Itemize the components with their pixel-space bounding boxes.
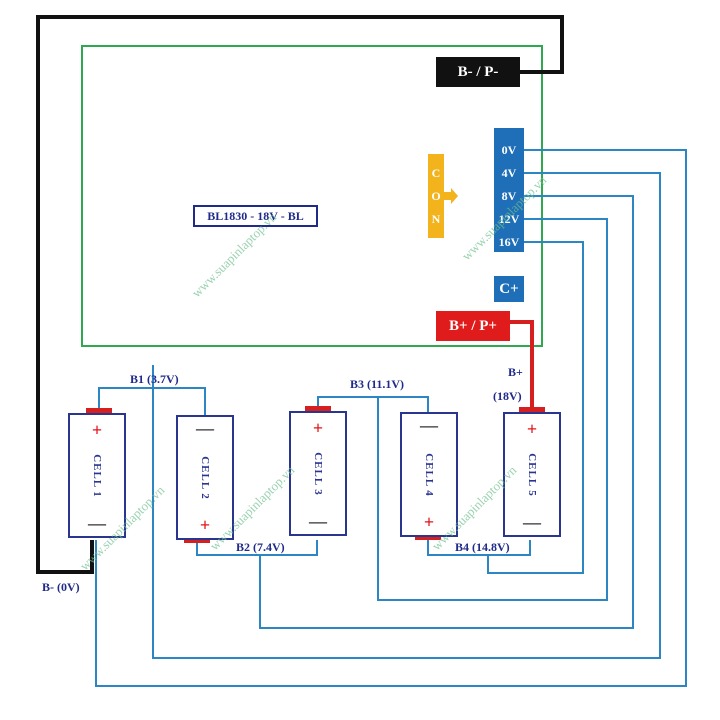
con-letter-c: C — [431, 165, 441, 180]
node-b4-label: B4 (14.8V) — [455, 540, 510, 554]
link-b2 — [196, 540, 318, 556]
cell-1: + CELL 1 — — [68, 413, 126, 538]
cell4-plus-cap — [415, 535, 441, 540]
link-b4 — [427, 540, 531, 556]
cell2-plus-cap — [184, 538, 210, 543]
node-b-minus-label: B- (0V) — [42, 580, 80, 594]
wire-0v — [95, 149, 687, 687]
b-minus-p-minus-tag: B- / P- — [436, 57, 520, 87]
cell-5-minus-sign: — — [523, 512, 541, 532]
node-b1-label: B1 (3.7V) — [130, 372, 179, 386]
link-b3 — [317, 396, 429, 415]
link-b1 — [98, 387, 206, 415]
port-4v: 4V — [501, 166, 517, 180]
cell-2-label: CELL 2 — [199, 455, 211, 500]
wire-16v — [487, 241, 584, 574]
con-letter-o: O — [431, 188, 441, 203]
con-connector: C O N — [428, 154, 444, 238]
c-plus-tag: C+ — [494, 276, 524, 302]
node-b-plus-voltage-label: (18V) — [493, 389, 522, 403]
node-b-plus-label: B+ — [508, 365, 523, 379]
cell-3-plus-sign: + — [312, 418, 324, 438]
cell-2: — CELL 2 + — [176, 415, 234, 540]
cell-3-minus-sign: — — [309, 511, 327, 531]
cell-3: + CELL 3 — — [289, 411, 347, 536]
board-model-label: BL1830 - 18V - BL — [193, 205, 318, 227]
balance-port-block: 0V 4V 8V 12V 16V — [494, 128, 524, 252]
con-letter-n: N — [431, 211, 441, 226]
cell5-plus-cap — [519, 407, 545, 412]
bms-board-outline — [81, 45, 543, 347]
cell-5-label: CELL 5 — [526, 452, 538, 497]
node-b3-label: B3 (11.1V) — [350, 377, 404, 391]
port-8v: 8V — [501, 189, 517, 203]
cell-4: — CELL 4 + — [400, 412, 458, 537]
wire-8v — [259, 195, 634, 629]
cell-1-plus-sign: + — [91, 420, 103, 440]
cell-4-plus-sign: + — [423, 512, 435, 532]
con-arrow-icon — [444, 188, 458, 204]
cell-2-plus-sign: + — [199, 515, 211, 535]
node-b2-label: B2 (7.4V) — [236, 540, 285, 554]
cell-2-minus-sign: — — [196, 418, 214, 438]
port-16v: 16V — [498, 235, 520, 249]
cell-4-minus-sign: — — [420, 415, 438, 435]
b-plus-p-plus-tag: B+ / P+ — [436, 311, 510, 341]
port-0v: 0V — [501, 143, 517, 157]
cell1-plus-cap — [86, 408, 112, 413]
cell-1-minus-sign: — — [88, 513, 106, 533]
cell-5-plus-sign: + — [526, 419, 538, 439]
wire-12v — [377, 218, 608, 601]
cell-3-label: CELL 3 — [312, 451, 324, 496]
cell-1-label: CELL 1 — [91, 453, 103, 498]
cell3-plus-cap — [305, 406, 331, 411]
wire-4v — [152, 172, 661, 659]
b-minus-wire — [36, 15, 564, 574]
port-12v: 12V — [498, 212, 520, 226]
cell-5: + CELL 5 — — [503, 412, 561, 537]
b-plus-wire — [510, 320, 534, 410]
cell-4-label: CELL 4 — [423, 452, 435, 497]
